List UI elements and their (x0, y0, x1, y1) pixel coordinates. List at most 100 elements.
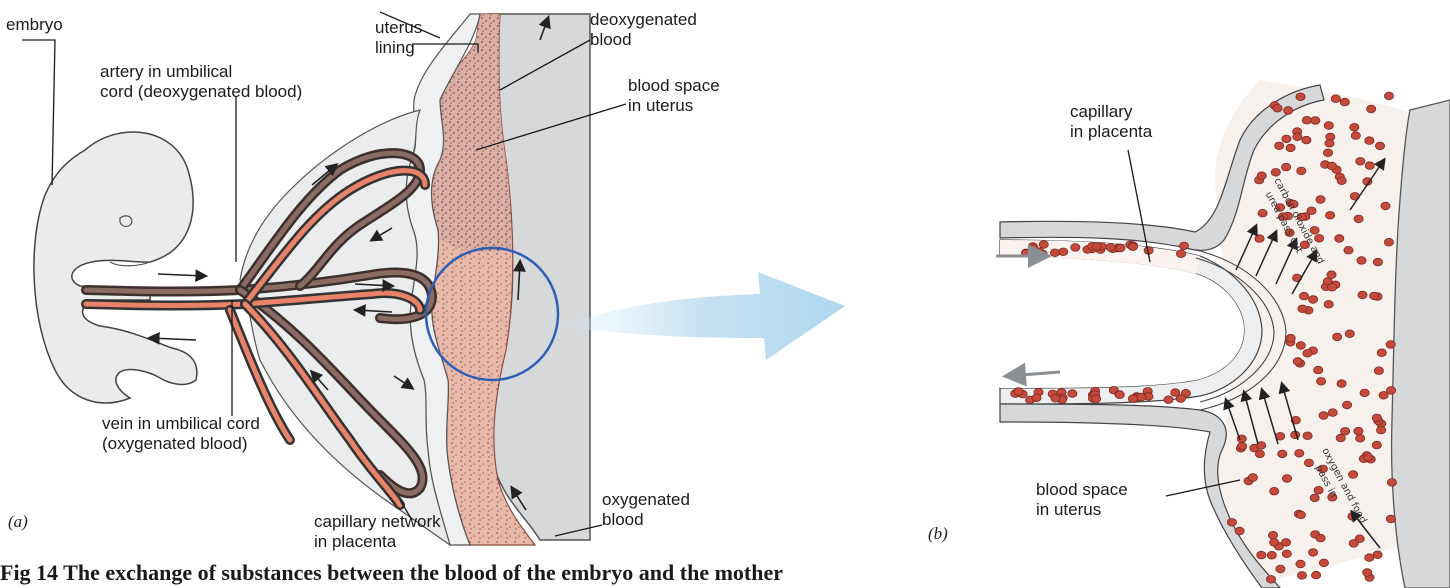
blood-cell (1039, 241, 1048, 249)
blood-cell (1238, 442, 1247, 450)
label-uterus-lining: uterus lining (375, 18, 422, 58)
blood-cell (1335, 235, 1344, 243)
label-vein: vein in umbilical cord (oxygenated blood… (102, 414, 260, 454)
blood-cell (1179, 242, 1188, 250)
blood-cell (1372, 414, 1381, 422)
blood-cell (1227, 519, 1236, 527)
blood-cell (1309, 296, 1318, 304)
blood-cell (1356, 158, 1365, 166)
blood-cell (1357, 257, 1366, 265)
blood-cell (1387, 479, 1396, 487)
blood-cell (1032, 394, 1041, 402)
blood-cell (1302, 116, 1311, 124)
blood-cell (1248, 474, 1257, 482)
label-oxygenated-blood: oxygenated blood (602, 490, 690, 530)
blood-cell (1344, 246, 1353, 254)
blood-cell (1311, 117, 1320, 125)
label-deoxygenated-blood: deoxygenated blood (590, 10, 697, 50)
blood-cell (1356, 435, 1365, 443)
blood-cell (1372, 441, 1381, 449)
blood-cell (1309, 549, 1318, 557)
blood-cell (1324, 301, 1333, 309)
blood-cell (1350, 124, 1359, 132)
blood-cell (1324, 122, 1333, 130)
blood-cell (1275, 142, 1284, 150)
blood-cell (1286, 334, 1295, 342)
blood-cell (1106, 244, 1115, 252)
blood-cell (1354, 427, 1363, 435)
embryo-body (34, 132, 197, 403)
blood-cell (1307, 207, 1316, 215)
blood-cell (1296, 511, 1305, 519)
blood-cell (1115, 391, 1124, 399)
blood-cell (1341, 428, 1350, 436)
blood-cell (1303, 350, 1312, 358)
blood-cell (1327, 283, 1336, 291)
blood-cell (1373, 551, 1382, 559)
blood-cell (1365, 137, 1374, 145)
blood-cell (1255, 235, 1264, 243)
blood-cell (1137, 393, 1146, 401)
blood-cell (1258, 209, 1267, 217)
blood-cell (1257, 551, 1266, 559)
blood-cell (1050, 249, 1059, 257)
blood-cell (1284, 107, 1293, 115)
blood-cell (1314, 366, 1323, 374)
magnification-arrow (560, 272, 845, 360)
blood-cell (1092, 395, 1101, 403)
blood-cell (1282, 163, 1291, 171)
blood-cell (1296, 342, 1305, 350)
blood-cell (1128, 395, 1137, 403)
blood-cell (1171, 389, 1180, 397)
blood-cell (1381, 202, 1390, 210)
blood-cell (1282, 475, 1291, 483)
figure-caption: Fig 14 The exchange of substances betwee… (0, 560, 1440, 586)
blood-cell (1235, 527, 1244, 535)
blood-cell (1302, 136, 1311, 144)
blood-cell (1059, 248, 1068, 256)
blood-cell (1354, 215, 1363, 223)
blood-cell (1286, 144, 1295, 152)
blood-cell (1340, 98, 1349, 106)
blood-cell (1014, 388, 1023, 396)
blood-cell (1327, 271, 1336, 279)
blood-cell (1316, 196, 1325, 204)
blood-cell (1071, 244, 1080, 252)
label-artery: artery in umbilical cord (deoxygenated b… (100, 62, 302, 102)
blood-cell (1116, 244, 1125, 252)
blood-cell (1304, 459, 1313, 467)
blood-cell (1387, 387, 1396, 395)
blood-cell (1337, 380, 1346, 388)
panel-a-letter: (a) (8, 512, 28, 532)
blood-cell (1128, 243, 1137, 251)
blood-cell (1351, 132, 1360, 140)
blood-cell (1273, 105, 1282, 113)
blood-cell (1316, 534, 1325, 542)
blood-cell (1293, 133, 1302, 141)
blood-cell (1364, 454, 1373, 462)
blood-cell (1299, 292, 1308, 300)
blood-cell (1360, 389, 1369, 397)
blood-cell (1317, 378, 1326, 386)
blood-cell (1176, 250, 1185, 258)
blood-cell (1303, 432, 1312, 440)
blood-cell (1367, 105, 1376, 113)
blood-cell (1349, 471, 1358, 479)
blood-cell (1278, 450, 1287, 458)
blood-cell (1323, 149, 1332, 157)
blood-cell (1370, 292, 1379, 300)
blood-cell (1035, 248, 1044, 256)
blood-cell (1386, 515, 1395, 523)
blood-cell (1092, 243, 1101, 251)
panel-b-letter: (b) (928, 524, 948, 544)
blood-cell (1384, 238, 1393, 246)
blood-cell (1326, 212, 1335, 220)
blood-cell (1328, 409, 1337, 417)
blood-cell (1068, 390, 1077, 398)
blood-cell (1349, 540, 1358, 548)
blood-cell (1333, 333, 1342, 341)
blood-cell (1327, 162, 1336, 170)
blood-cell (1365, 162, 1374, 170)
blood-cell (1257, 172, 1266, 180)
